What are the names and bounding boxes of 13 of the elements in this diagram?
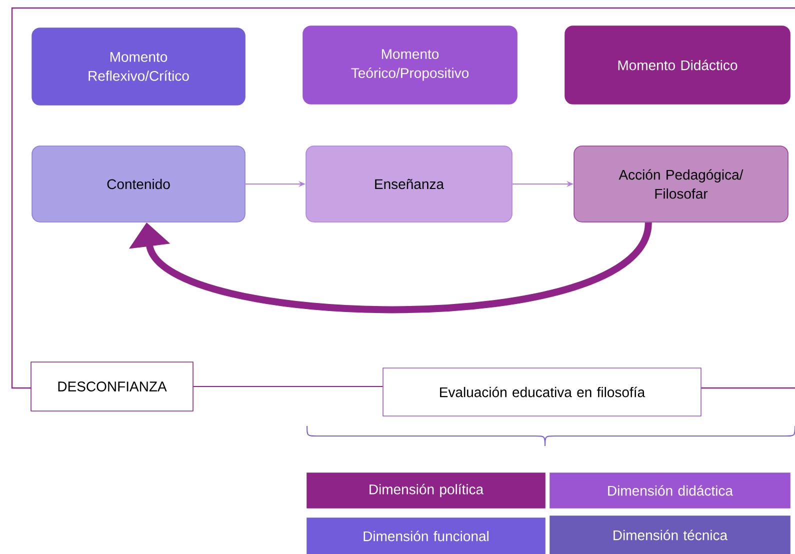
process-box: Acción Pedagógica/ Filosofar	[574, 146, 788, 222]
dimension-box: Dimensión política	[306, 472, 546, 508]
moment-box: Momento Teórico/Propositivo	[302, 26, 518, 104]
label-box: Evaluación educativa en filosofía	[382, 368, 702, 416]
moment-box: Momento Reflexivo/Crítico	[32, 28, 246, 106]
moment-box: Momento Didáctico	[564, 26, 790, 104]
process-box: Contenido	[32, 146, 246, 222]
dimension-box: Dimensión funcional	[306, 518, 546, 554]
process-box: Enseñanza	[306, 146, 512, 222]
connector-line	[192, 386, 384, 387]
dimension-box: Dimensión didáctica	[550, 472, 790, 508]
dimension-box: Dimensión técnica	[550, 516, 790, 554]
label-box: DESCONFIANZA	[30, 362, 194, 412]
